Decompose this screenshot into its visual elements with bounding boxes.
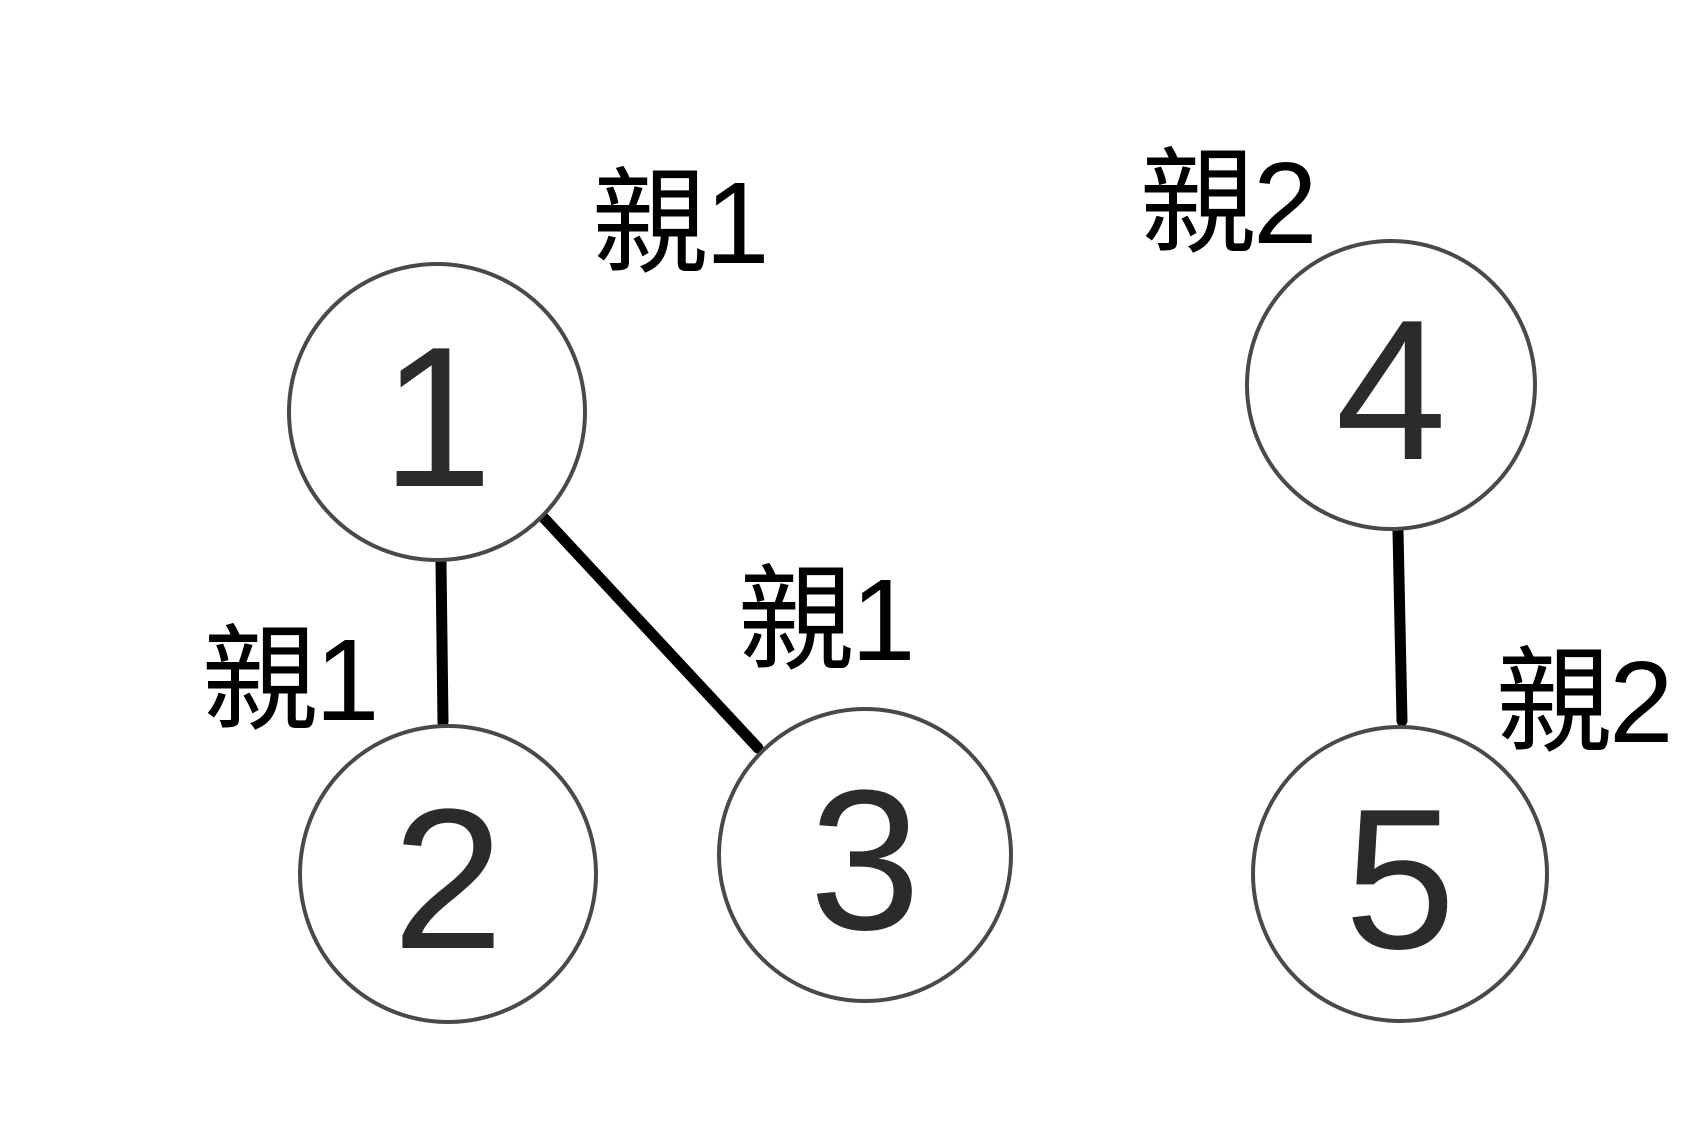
node-4-number: 4 <box>1335 279 1447 502</box>
node-5: 5 <box>1251 725 1549 1023</box>
group-label-node-1: 親1 <box>592 158 770 288</box>
node-5-number: 5 <box>1344 768 1456 991</box>
node-3: 3 <box>717 707 1013 1003</box>
edge-1-2 <box>435 556 449 728</box>
edge-4-5 <box>1392 525 1408 727</box>
node-2-number: 2 <box>392 768 504 991</box>
group-label-node-3: 親1 <box>738 555 916 685</box>
node-3-number: 3 <box>809 749 921 972</box>
edge-1-3 <box>537 511 764 754</box>
group-label-node-5: 親2 <box>1496 637 1674 767</box>
node-1-number: 1 <box>381 306 493 529</box>
node-4: 4 <box>1245 239 1537 531</box>
group-label-node-2: 親1 <box>202 615 380 745</box>
group-label-node-4: 親2 <box>1140 138 1318 268</box>
node-2: 2 <box>298 724 598 1024</box>
node-1: 1 <box>287 262 587 562</box>
